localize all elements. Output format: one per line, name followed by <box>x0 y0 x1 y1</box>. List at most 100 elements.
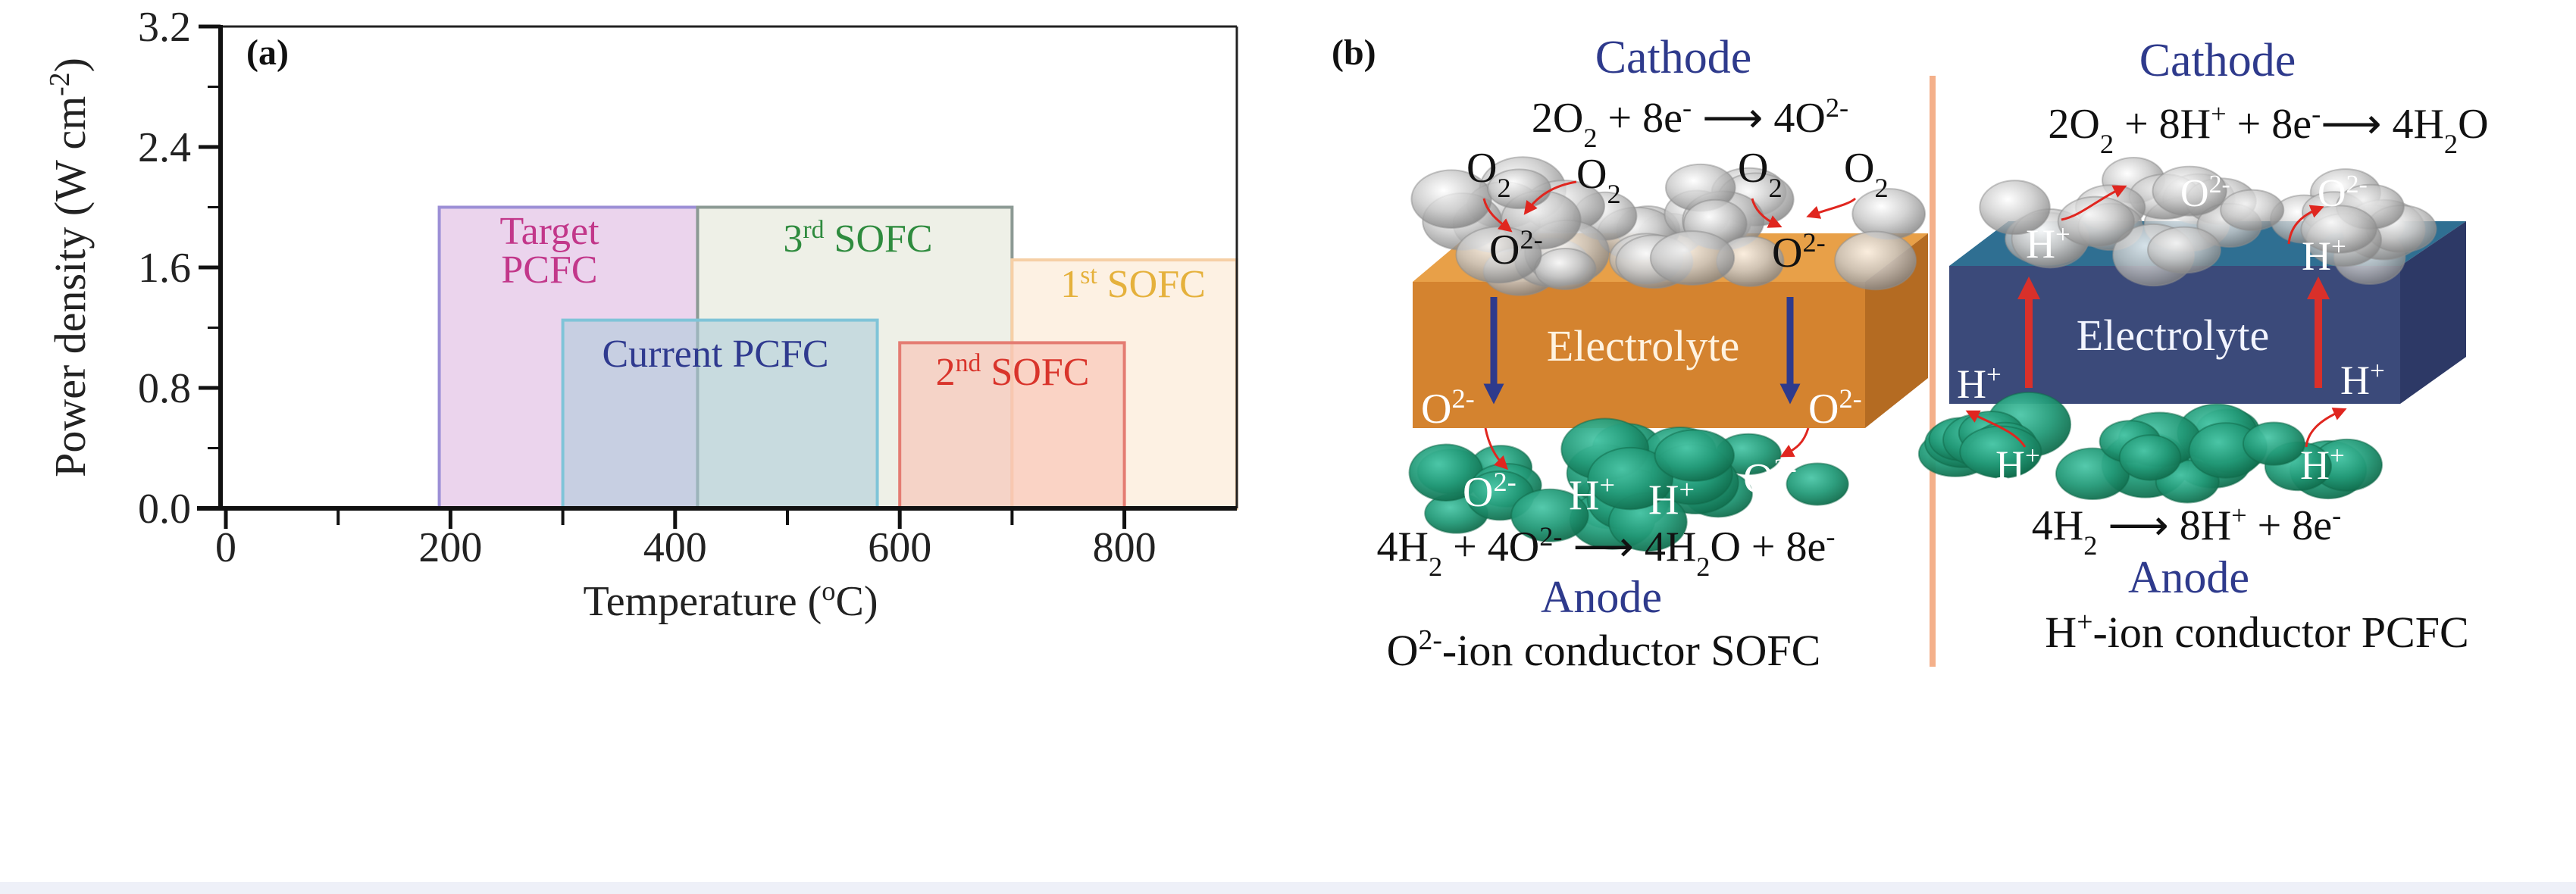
sofc-diagram: Cathode 2O2 + 8e- ⟶ 4O2- Electrolyte O2 … <box>1377 32 1928 675</box>
pcfc-cathode-particles <box>1979 156 2437 287</box>
region-label-target-pcfc: PCFC <box>501 249 597 292</box>
text-run: H <box>1995 442 2025 488</box>
text-run: O <box>1808 386 1839 433</box>
reaction-arrow <box>2061 185 2127 221</box>
pcfc-cathode-equation: 2O2 + 8H+ + 8e-⟶ 4H2O <box>2048 98 2488 159</box>
subscript-text: 2 <box>1497 173 1510 203</box>
pcfc-caption: H+-ion conductor PCFC <box>2045 606 2468 657</box>
pcfc-electrolyte-side <box>2400 221 2466 404</box>
supscript-text: 2- <box>2346 170 2368 198</box>
bottom-strip <box>0 882 2576 894</box>
anode-particle <box>2242 421 2305 466</box>
cathode-particle <box>2147 226 2221 274</box>
text-run: O <box>2458 101 2488 148</box>
supscript-text: nd <box>956 349 981 377</box>
x-tick-label: 400 <box>643 524 707 571</box>
text-run: O <box>1743 455 1773 502</box>
text-run: H <box>2340 358 2370 403</box>
text-run: H <box>1957 361 1986 407</box>
supscript-text: + <box>2025 441 2040 470</box>
supscript-text: 2- <box>1839 383 1861 414</box>
sofc-anode-equation: 4H2 + 4O2- ⟶ 4H2O + 8e- <box>1377 521 1836 582</box>
oxide-ion-label: O2- <box>1743 453 1797 502</box>
pcfc-anode-equation: 4H2 ⟶ 8H+ + 8e- <box>2032 500 2341 561</box>
supscript-text: 2- <box>1493 467 1516 497</box>
anode-particle <box>2118 434 2182 481</box>
x-tick-label: 200 <box>418 524 482 571</box>
text-run: H <box>2302 233 2331 279</box>
anode-particle <box>1654 429 1735 482</box>
anode-particle <box>1786 462 1849 506</box>
text-run: O <box>1489 227 1520 274</box>
pcfc-diagram: Cathode 2O2 + 8H+ + 8e-⟶ 4H2O Electrolyt… <box>1917 35 2489 657</box>
text-run: H <box>1569 472 1599 519</box>
reaction-arrow <box>2305 408 2347 448</box>
reaction-arrow <box>1523 180 1577 215</box>
cathode-particle <box>2152 165 2227 217</box>
reaction-arrow <box>1482 198 1513 233</box>
pcfc-electrolyte-label: Electrolyte <box>2077 311 2269 360</box>
subscript-text: 2 <box>1768 173 1782 203</box>
supscript-text: 2- <box>1451 383 1474 414</box>
subscript-text: 2 <box>2444 129 2458 159</box>
text-run: Temperature ( <box>584 578 822 625</box>
supscript-text: + <box>2077 606 2092 638</box>
pcfc-anode-label: Anode <box>2128 552 2249 602</box>
panel-a-label: (a) <box>246 33 289 73</box>
proton-label: H+ <box>2302 232 2346 280</box>
text-run: O <box>2180 172 2209 215</box>
reaction-arrow <box>1484 427 1509 470</box>
subscript-text: 2 <box>1607 179 1620 209</box>
proton-label: H+ <box>2340 356 2385 404</box>
text-run: 1 <box>1060 263 1080 306</box>
text-run: SOFC <box>981 351 1089 394</box>
oxide-ion-label: O2- <box>2180 170 2230 216</box>
text-run: 4H <box>1377 524 1429 570</box>
oxide-ion-label: O2- <box>1489 224 1543 274</box>
text-run: Power density (W cm <box>45 96 95 477</box>
supscript-text: + <box>2055 220 2071 249</box>
text-run: O <box>1387 626 1419 675</box>
supscript-text: 2- <box>1802 227 1825 258</box>
text-run: ⟶ 8H <box>2097 502 2231 549</box>
reaction-arrow <box>2287 205 2324 245</box>
cathode-particle <box>1649 230 1736 286</box>
oxide-ion-label: O2- <box>1421 383 1475 433</box>
text-run: H <box>2026 221 2055 267</box>
text-run: + 8e <box>1598 95 1682 142</box>
text-run: ⟶ 4H <box>2321 101 2444 148</box>
region-label-target-pcfc: Target <box>499 210 599 253</box>
o2-label: O2 <box>1738 145 1783 203</box>
supscript-text: 2- <box>1419 624 1442 656</box>
subscript-text: 2 <box>2083 530 2097 561</box>
text-run: ⟶ 4O <box>1692 95 1826 142</box>
supscript-text: + <box>1679 474 1695 505</box>
text-run: 2 <box>936 351 956 394</box>
supscript-text: 2- <box>1773 453 1796 483</box>
text-run: O <box>1463 469 1493 516</box>
supscript-text: o <box>822 576 835 606</box>
text-run: 3 <box>783 217 803 261</box>
supscript-text: 2- <box>1826 92 1848 123</box>
supscript-text: + <box>2331 232 2346 261</box>
text-run: -ion conductor PCFC <box>2092 608 2468 657</box>
sofc-cathode-equation: 2O2 + 8e- ⟶ 4O2- <box>1532 92 1848 153</box>
text-run: O <box>1738 145 1768 192</box>
supscript-text: 2- <box>2209 170 2230 198</box>
text-run: + 8H <box>2114 101 2211 148</box>
oxide-ion-label: O2- <box>1808 383 1862 433</box>
subscript-text: 2 <box>1429 552 1442 582</box>
proton-label: H+ <box>1569 470 1615 519</box>
supscript-text: + <box>2211 98 2227 129</box>
text-run: ) <box>45 58 95 72</box>
supscript-text: rd <box>803 216 824 244</box>
y-tick-label: 2.4 <box>138 124 191 171</box>
text-run: Target <box>499 210 599 253</box>
sofc-anode-particles <box>1408 417 1849 552</box>
x-tick-label: 800 <box>1093 524 1157 571</box>
proton-label: H+ <box>1648 474 1695 524</box>
x-tick-label: 600 <box>868 524 931 571</box>
